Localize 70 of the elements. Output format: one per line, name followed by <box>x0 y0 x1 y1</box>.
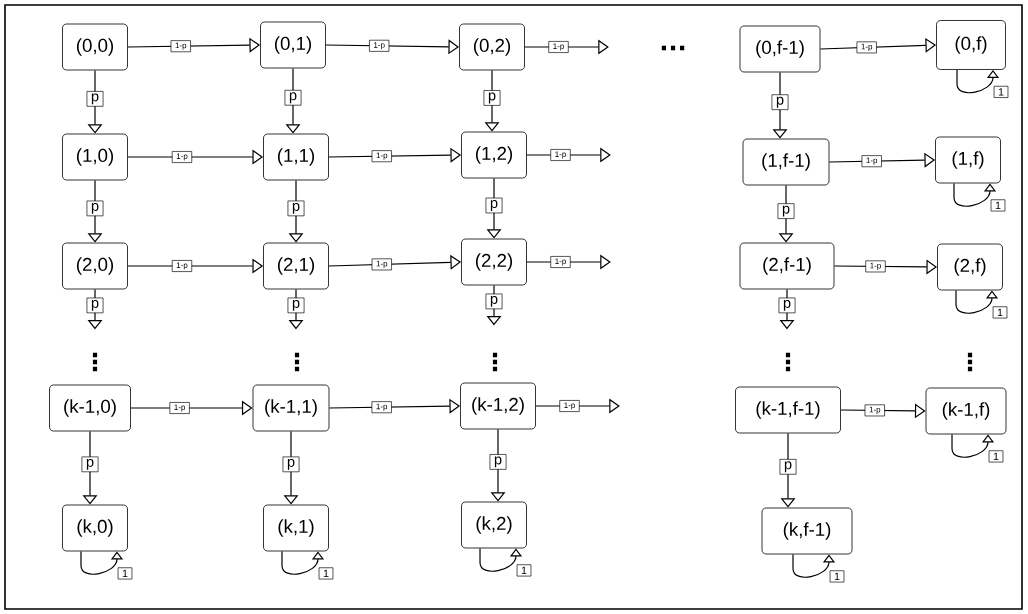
edge-label: p <box>779 459 797 475</box>
vertical-ellipsis: ⋮ <box>92 352 98 372</box>
edge-label: 1 <box>117 567 133 580</box>
edge-label: 1-p <box>371 258 392 271</box>
state-box: (2,1) <box>263 242 329 290</box>
state-box: (2,0) <box>62 242 128 290</box>
edge-label: 1 <box>318 567 334 580</box>
edge-label: 1-p <box>559 400 580 412</box>
vertical-ellipsis: ⋮ <box>967 352 973 372</box>
edge-label: p <box>777 203 795 219</box>
state-box: (k,0) <box>62 504 128 552</box>
vertical-ellipsis: ⋮ <box>294 352 300 372</box>
edge-label: p <box>86 200 104 217</box>
edge-label: 1-p <box>865 260 886 273</box>
edge-label: 1-p <box>371 401 392 414</box>
state-box: (0,1) <box>260 21 326 69</box>
edge-label: p <box>282 456 300 473</box>
state-box: (0,f) <box>936 20 1006 70</box>
edge-label: p <box>778 297 796 314</box>
edge-label: 1 <box>988 450 1004 463</box>
edge-label: p <box>287 200 305 217</box>
edge-label: 1-p <box>550 256 571 268</box>
state-box: (k,f-1) <box>761 507 853 555</box>
vertical-ellipsis: ⋮ <box>492 352 498 372</box>
state-box: (1,f-1) <box>742 138 830 186</box>
edge-label: p <box>485 293 503 310</box>
state-box: (k-1,f-1) <box>735 386 841 434</box>
state-box: (0,2) <box>459 23 525 71</box>
edge-label: 1-p <box>169 402 190 414</box>
edge-label: 1-p <box>369 39 390 52</box>
edge-label: 1 <box>516 564 532 577</box>
edge-label: 1-p <box>171 260 193 272</box>
state-box: (k,1) <box>263 504 329 552</box>
state-box: (1,0) <box>62 133 128 181</box>
vertical-ellipsis: ⋮ <box>785 352 791 372</box>
edge-label: p <box>485 197 503 214</box>
edge-label: p <box>287 297 305 314</box>
edge-label: p <box>489 454 507 470</box>
edge-label: 1-p <box>371 150 392 163</box>
edge-label: 1 <box>829 570 845 583</box>
state-box: (1,f) <box>935 136 1001 184</box>
edge-label: 1 <box>990 199 1006 212</box>
edge-label: 1 <box>992 306 1008 319</box>
state-box: (k-1,0) <box>49 384 131 432</box>
edge-label: p <box>284 89 302 106</box>
edge-label: p <box>86 297 104 314</box>
edge-label: 1-p <box>864 404 885 417</box>
edge-label: 1-p <box>171 151 193 163</box>
state-box: (2,2) <box>461 238 527 286</box>
edge-label: 1-p <box>550 149 571 161</box>
edge-label: 1 <box>993 85 1009 98</box>
state-box: (0,f-1) <box>739 25 821 73</box>
state-box: (1,1) <box>263 133 329 181</box>
state-box: (k-1,f) <box>925 387 1007 435</box>
state-box: (0,0) <box>62 23 128 71</box>
edge-label: 1-p <box>170 40 191 53</box>
ellipsis: ... <box>661 45 685 51</box>
edge-label: p <box>81 456 99 473</box>
state-box: (k,2) <box>461 501 527 549</box>
state-box: (2,f) <box>937 243 1003 291</box>
edge-label: p <box>771 94 789 110</box>
state-box: (k-1,2) <box>460 382 536 430</box>
state-box: (k-1,1) <box>252 384 330 432</box>
edge-label: 1-p <box>861 155 882 168</box>
edge-label: p <box>86 91 104 107</box>
state-box: (2,f-1) <box>739 242 835 290</box>
edge-label: p <box>483 90 501 106</box>
state-box: (1,2) <box>461 131 527 179</box>
edge-label: 1-p <box>548 41 569 53</box>
edge-label: 1-p <box>856 41 877 54</box>
